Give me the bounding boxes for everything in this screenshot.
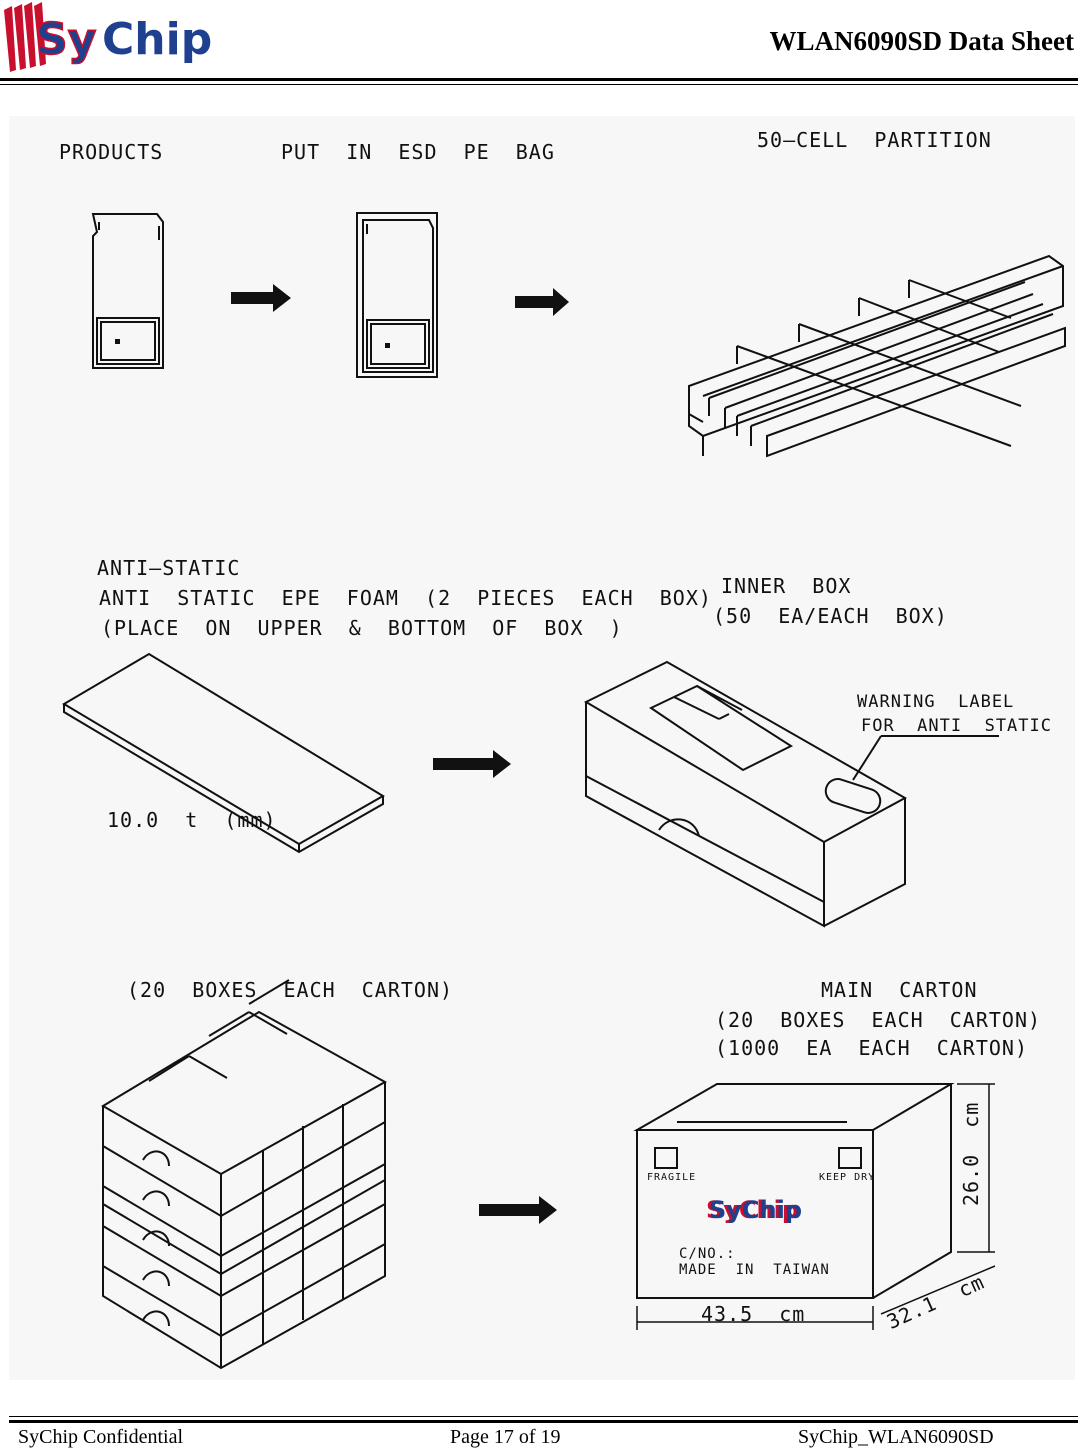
footer-confidential: SyChip Confidential — [18, 1426, 183, 1448]
footer-rule — [9, 1420, 1078, 1423]
header-rule — [0, 78, 1078, 81]
label-esd-bag: PUT IN ESD PE BAG — [281, 140, 555, 164]
label-epe-foam: ANTI STATIC EPE FOAM (2 PIECES EACH BOX) — [99, 586, 712, 610]
label-foam-thickness: 10.0 t (mm) — [107, 808, 277, 832]
header-rule-thin — [0, 84, 1078, 85]
sychip-logo: Sy Chip — [4, 2, 212, 72]
sd-card-product — [91, 213, 164, 369]
label-products: PRODUCTS — [59, 140, 164, 164]
svg-text:Sy: Sy — [36, 14, 96, 65]
packing-diagram-drawing — [62, 212, 1066, 1370]
carton-logo: SyChip — [709, 1196, 803, 1224]
carton-made-in-text: MADE IN TAIWAN — [679, 1262, 830, 1278]
label-foam-placement: (PLACE ON UPPER & BOTTOM OF BOX ) — [101, 616, 623, 640]
packing-diagram: PRODUCTS PUT IN ESD PE BAG 50—CELL PARTI… — [9, 116, 1075, 1380]
document-title: WLAN6090SD Data Sheet — [769, 26, 1074, 56]
sd-card-in-esd-bag — [356, 212, 438, 378]
label-inner-box-qty: (50 EA/EACH BOX) — [713, 604, 948, 628]
label-main-carton-boxes: (20 BOXES EACH CARTON) — [715, 1008, 1042, 1032]
carton-fragile-text: FRAGILE — [647, 1172, 697, 1183]
footer-rule-thin — [9, 1416, 1078, 1417]
label-warning-anti-static: FOR ANTI STATIC — [861, 716, 1052, 736]
label-boxes-each-carton: (20 BOXES EACH CARTON) — [127, 978, 454, 1002]
svg-text:Chip: Chip — [102, 14, 212, 65]
box-stack — [101, 979, 388, 1370]
dimension-height: 26.0 cm — [959, 1101, 983, 1206]
label-anti-static: ANTI—STATIC — [97, 556, 241, 580]
label-partition: 50—CELL PARTITION — [757, 128, 992, 152]
main-carton — [633, 1083, 955, 1299]
flow-arrows — [231, 284, 569, 1224]
dimension-lines — [636, 1083, 996, 1330]
label-main-carton: MAIN CARTON — [821, 978, 978, 1002]
label-main-carton-qty: (1000 EA EACH CARTON) — [715, 1036, 1028, 1060]
carton-cno-text: C/NO.: — [679, 1246, 736, 1262]
footer-document-id: SyChip_WLAN6090SD — [798, 1426, 994, 1448]
footer-page-number: Page 17 of 19 — [450, 1426, 561, 1448]
partition-grid — [688, 254, 1066, 458]
carton-keep-dry-text: KEEP DRY — [819, 1172, 876, 1183]
label-warning: WARNING LABEL — [857, 692, 1015, 712]
inner-box — [583, 660, 908, 928]
epe-foam-sheet — [62, 652, 385, 854]
label-inner-box: INNER BOX — [721, 574, 852, 598]
dimension-width: 43.5 cm — [701, 1302, 806, 1326]
